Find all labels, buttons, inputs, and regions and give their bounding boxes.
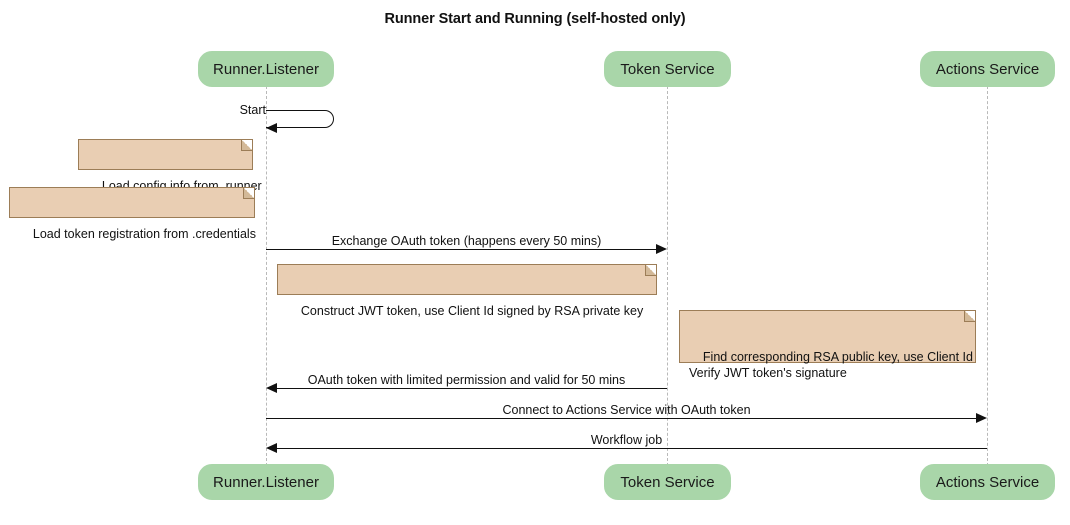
message-label-exchange-oauth: Exchange OAuth token (happens every 50 m… (331, 234, 602, 248)
participant-label: Runner.Listener (213, 60, 319, 78)
message-line-exchange-oauth (266, 249, 656, 250)
lifeline-actions (987, 86, 988, 466)
note-fold-icon (241, 140, 252, 151)
message-arrowhead-exchange-oauth (656, 244, 667, 254)
participant-label: Runner.Listener (213, 473, 319, 491)
participant-runner-bottom[interactable]: Runner.Listener (198, 464, 334, 500)
message-line-connect-actions (266, 418, 976, 419)
note-load-credentials: Load token registration from .credential… (9, 187, 256, 241)
message-line-workflow-job (277, 448, 987, 449)
self-message-start-arrowhead (266, 123, 277, 133)
note-text: Load token registration from .credential… (32, 227, 256, 241)
message-label-oauth-token-return: OAuth token with limited permission and … (307, 373, 626, 387)
lifeline-token (667, 86, 668, 466)
lifeline-runner (266, 86, 267, 466)
note-load-config: Load config info from .runner (78, 139, 262, 193)
participant-label: Actions Service (935, 60, 1040, 78)
note-fold-icon (645, 265, 656, 276)
note-verify-jwt: Find corresponding RSA public key, use C… (679, 310, 976, 380)
participant-actions-top[interactable]: Actions Service (920, 51, 1055, 87)
participant-runner-top[interactable]: Runner.Listener (198, 51, 334, 87)
message-label-workflow-job: Workflow job (590, 433, 663, 447)
message-label-start: Start (239, 103, 266, 117)
message-arrowhead-oauth-token-return (266, 383, 277, 393)
note-text: Construct JWT token, use Client Id signe… (300, 304, 644, 318)
message-arrowhead-connect-actions (976, 413, 987, 423)
participant-label: Actions Service (935, 473, 1040, 491)
note-fold-icon (243, 188, 254, 199)
note-text: Find corresponding RSA public key, use C… (689, 350, 973, 380)
message-label-connect-actions: Connect to Actions Service with OAuth to… (502, 403, 751, 417)
participant-token-bottom[interactable]: Token Service (604, 464, 731, 500)
message-arrowhead-workflow-job (266, 443, 277, 453)
note-fold-icon (964, 311, 975, 322)
self-message-start-loop (266, 110, 334, 128)
note-construct-jwt: Construct JWT token, use Client Id signe… (277, 264, 657, 318)
message-line-oauth-token-return (277, 388, 667, 389)
participant-actions-bottom[interactable]: Actions Service (920, 464, 1055, 500)
participant-label: Token Service (620, 473, 715, 491)
participant-token-top[interactable]: Token Service (604, 51, 731, 87)
participant-label: Token Service (620, 60, 715, 78)
page-title: Runner Start and Running (self-hosted on… (384, 11, 686, 27)
